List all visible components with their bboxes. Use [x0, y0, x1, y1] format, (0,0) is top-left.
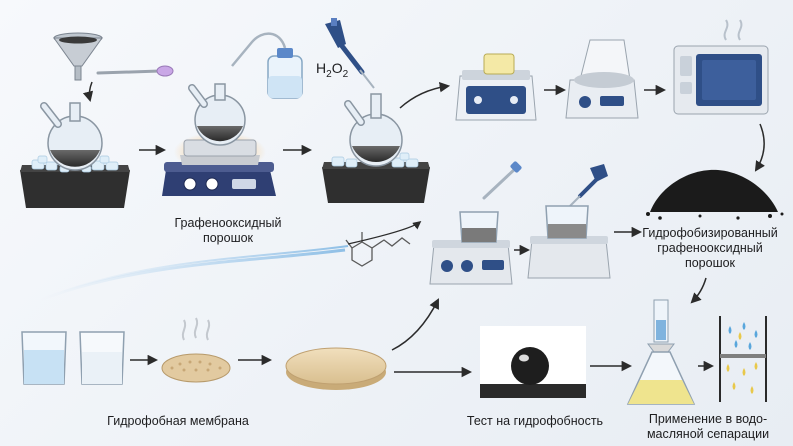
- separation-column-icon: [719, 316, 767, 402]
- separation-funnel-icon: [626, 299, 696, 405]
- centrifuge-icon: [565, 39, 639, 119]
- beaker-icon: [79, 331, 125, 385]
- round-bottom-flask-icon: [40, 102, 103, 171]
- spatula-icon: [96, 65, 174, 77]
- ultrasonic-bath-icon: [455, 53, 537, 121]
- background-wave: [39, 245, 349, 302]
- beaker-icon: [21, 331, 67, 385]
- label-oil-water-separation: Применение в водо- масляной сепарации: [646, 412, 770, 441]
- drying-oven-icon: [673, 19, 769, 115]
- ice-bath-icon: [20, 155, 130, 208]
- hotplate-stirrer-icon: [162, 132, 276, 196]
- micropipette-icon: [569, 164, 608, 207]
- funnel-icon: [53, 32, 103, 81]
- round-bottom-flask-icon: [344, 93, 403, 167]
- micropipette-icon: [325, 18, 375, 89]
- hotplate-stirrer-icon: [429, 240, 513, 285]
- contact-angle-panel: [480, 326, 586, 398]
- hotplate-stirrer-icon: [527, 236, 611, 279]
- label-hydrophobic-membrane: Гидрофобная мембрана: [107, 414, 249, 428]
- black-powder-pile-icon: [646, 169, 784, 220]
- beaker-icon: [545, 205, 589, 239]
- beaker-icon: [459, 211, 499, 243]
- membrane-disc-icon: [285, 347, 387, 390]
- label-graphene-oxide-powder: Графеноoксидный порошок: [174, 216, 282, 245]
- h2o2-formula: H2O2: [316, 60, 349, 80]
- label-hydrophobicity-test: Тест на гидрофобность: [466, 414, 604, 428]
- dropper-icon: [482, 161, 522, 200]
- membrane-disc-icon: [161, 317, 231, 383]
- oil-droplet-icon: [726, 332, 758, 394]
- water-droplet-icon: [728, 322, 758, 350]
- label-hydrophobized-powder: Гидрофобизированный графенооксидный поро…: [642, 226, 778, 270]
- wash-bottle-icon: [231, 32, 303, 99]
- round-bottom-flask-icon: [188, 83, 246, 146]
